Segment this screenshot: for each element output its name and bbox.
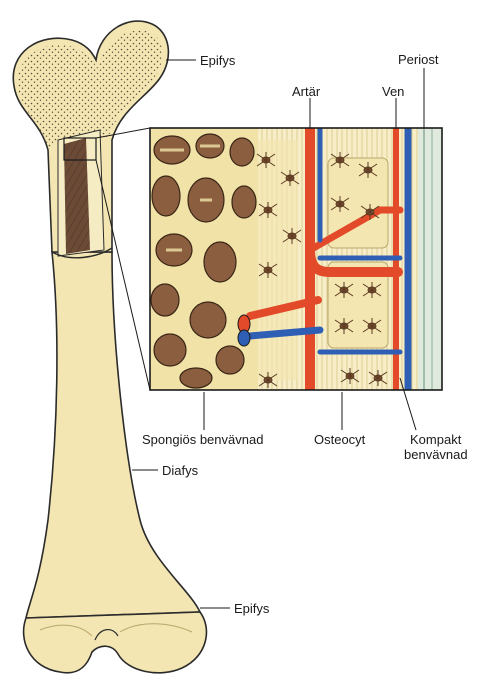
label-epiphysis-top: Epifys (200, 53, 235, 68)
label-periosteum: Periost (398, 52, 438, 67)
label-compact-bone-line2: benvävnad (404, 447, 468, 462)
label-spongy-bone: Spongiös benvävnad (142, 432, 263, 447)
label-diaphysis: Diafys (162, 463, 198, 478)
label-epiphysis-bottom: Epifys (234, 601, 269, 616)
label-compact-bone-line1: Kompakt (410, 432, 461, 447)
femur-distal-epiphysis (24, 612, 207, 673)
magnified-section (150, 128, 442, 390)
label-artery: Artär (292, 84, 320, 99)
label-osteocyte: Osteocyt (314, 432, 365, 447)
label-vein: Ven (382, 84, 404, 99)
